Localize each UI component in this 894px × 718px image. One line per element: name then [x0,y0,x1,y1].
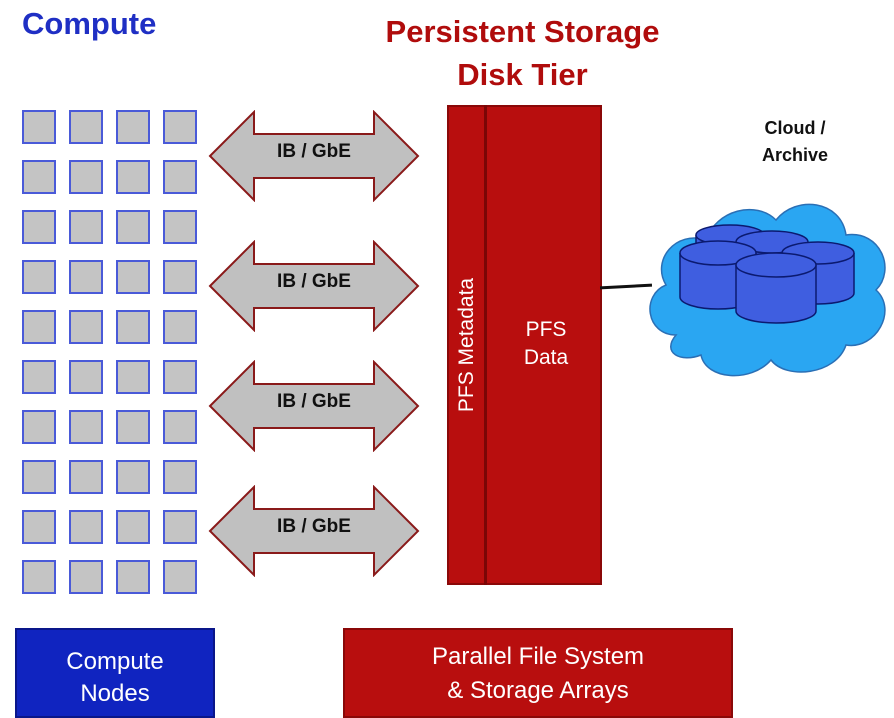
compute-node [116,360,150,394]
network-link-label: IB / GbE [277,141,351,162]
compute-node [22,410,56,444]
network-link-arrow: IB / GbE [208,485,420,577]
compute-node [116,110,150,144]
network-link-arrow: IB / GbE [208,240,420,332]
compute-node [116,560,150,594]
pfs-metadata-strip [447,105,487,585]
pfs-data-label-line1: PFS [525,318,567,341]
compute-node [69,110,103,144]
compute-node [22,260,56,294]
compute-node [163,210,197,244]
compute-node [69,310,103,344]
network-link-label: IB / GbE [277,516,351,537]
storage-legend-line2: & Storage Arrays [447,677,629,704]
compute-node [69,460,103,494]
compute-node [116,410,150,444]
storage-legend [343,628,733,718]
compute-node [22,210,56,244]
compute-node [116,160,150,194]
compute-node [22,460,56,494]
compute-legend-line2: Nodes [80,680,150,707]
cloud-label-line2: Archive [761,145,829,165]
compute-node [116,260,150,294]
compute-node [22,310,56,344]
compute-node [163,110,197,144]
storage-title-line2: Disk Tier [457,57,588,92]
storage-title-line1: Persistent Storage [385,14,660,49]
network-link-label: IB / GbE [277,391,351,412]
compute-node [163,410,197,444]
compute-legend-line1: Compute [66,648,164,675]
compute-node [116,510,150,544]
compute-node [69,210,103,244]
compute-node [69,410,103,444]
compute-node [163,560,197,594]
network-link-arrow: IB / GbE [208,110,420,202]
pfs-metadata-label: PFS Metadata [455,277,478,413]
cloud-icon [636,185,894,390]
compute-node [69,360,103,394]
compute-node [22,160,56,194]
compute-node [116,310,150,344]
compute-node [163,510,197,544]
compute-node [163,360,197,394]
storage-legend-label: Parallel File System & Storage Arrays [343,640,733,708]
compute-node [69,510,103,544]
compute-node [22,560,56,594]
storage-title: Persistent Storage Disk Tier [350,10,695,96]
network-link-arrow: IB / GbE [208,360,420,452]
compute-nodes-legend [15,628,215,718]
compute-node [69,160,103,194]
compute-node [163,260,197,294]
pfs-storage-column [447,105,602,585]
pfs-data-label-line2: Data [523,346,569,369]
compute-title: Compute [22,6,157,41]
compute-node [163,460,197,494]
compute-node [116,210,150,244]
network-link-label: IB / GbE [277,271,351,292]
compute-node [22,510,56,544]
compute-node [163,310,197,344]
pfs-data-label: PFS Data [490,316,602,372]
cloud-label-line1: Cloud / [764,118,826,138]
compute-nodes-legend-label: Compute Nodes [15,646,215,710]
compute-node [163,160,197,194]
compute-node [22,360,56,394]
database-cylinders-icon [679,224,855,324]
compute-node [22,110,56,144]
cloud-archive-label: Cloud / Archive [720,115,870,169]
compute-node [69,260,103,294]
compute-node [116,460,150,494]
compute-node [69,560,103,594]
storage-legend-line1: Parallel File System [431,643,645,670]
